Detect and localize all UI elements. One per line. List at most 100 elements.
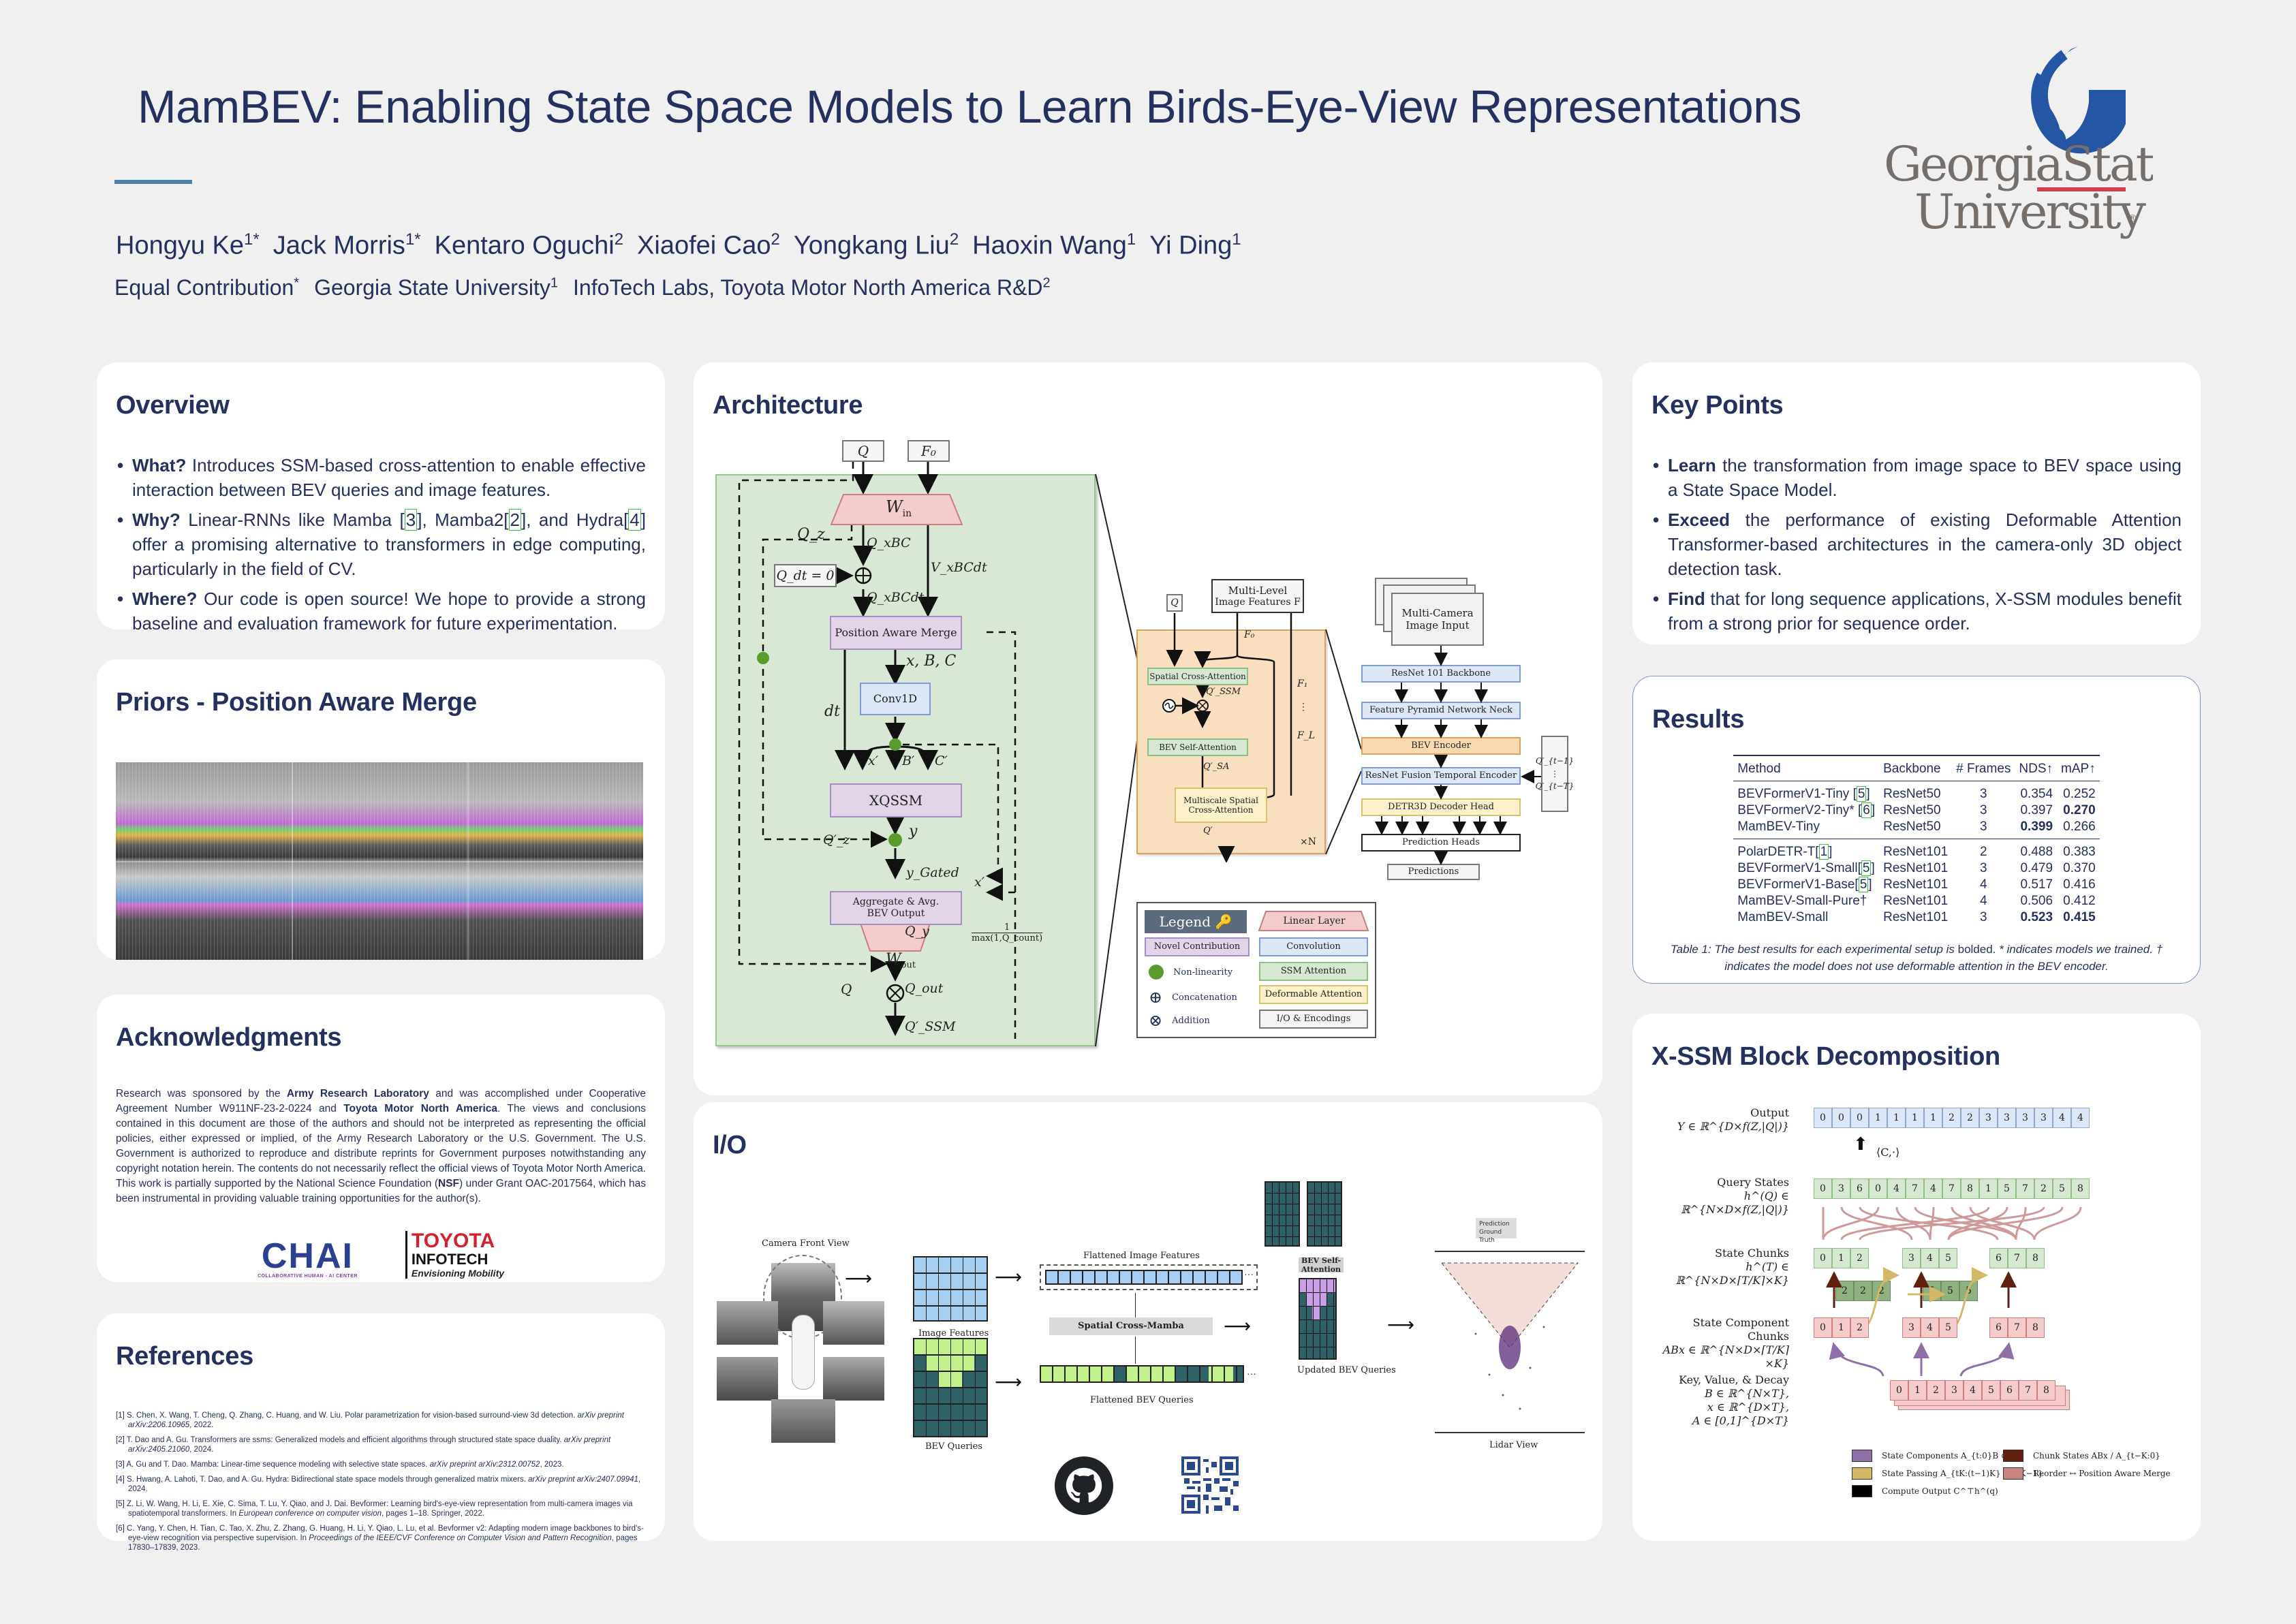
- w-in-layer: [830, 494, 963, 525]
- predictions-output: Predictions: [1387, 864, 1480, 880]
- priors-section: Priors - Position Aware Merge: [97, 659, 665, 960]
- section-title: Acknowledgments: [116, 1023, 342, 1052]
- references-section: References [1] S. Chen, X. Wang, T. Chen…: [97, 1313, 665, 1552]
- overview-list: What? Introduces SSM-based cross-attenti…: [116, 453, 646, 636]
- state-flow-arrows: [1826, 1267, 2017, 1330]
- method-cell: BEVFormerV1-Base[5]: [1737, 877, 1872, 892]
- github-icon[interactable]: [1055, 1456, 1113, 1515]
- sequence-cell: 0: [1814, 1178, 1832, 1199]
- backbone-cell: ResNet101: [1883, 845, 1949, 859]
- legend-item: State Components A_{t:0}B ⊗ x: [1852, 1450, 2015, 1462]
- method-cell: PolarDETR-T[1]: [1737, 844, 1833, 860]
- citation-link[interactable]: 2: [508, 509, 521, 531]
- citation-link[interactable]: 1: [1818, 844, 1829, 860]
- citation-link[interactable]: 5: [1856, 786, 1867, 802]
- legend-title: Legend 🔑: [1145, 910, 1247, 933]
- aggregate-block: Aggregate & Avg.BEV Output: [830, 891, 962, 925]
- sequence-cell: 3: [1998, 1108, 2016, 1128]
- backbone-cell: ResNet101: [1883, 877, 1949, 892]
- sequence-cell: 0: [1814, 1317, 1832, 1338]
- column-header: NDS↑: [2015, 755, 2058, 781]
- xprime-label-2: x′: [974, 875, 985, 890]
- position-aware-merge-block: Position Aware Merge: [830, 616, 962, 650]
- legend-swatch: [2003, 1467, 2023, 1480]
- priors-image: [116, 762, 643, 960]
- citation-link[interactable]: 5: [1861, 860, 1872, 876]
- citation-link[interactable]: 5: [1858, 877, 1869, 892]
- map-cell: 0.252: [2063, 787, 2096, 801]
- nds-cell: 0.506: [2020, 894, 2053, 908]
- dt-label: dt: [824, 703, 840, 720]
- sequence-cell: 7: [2019, 1380, 2037, 1401]
- qr-code[interactable]: [1181, 1456, 1239, 1514]
- citation-link[interactable]: 4: [628, 509, 641, 531]
- frames-cell: 2: [1979, 845, 1987, 859]
- sequence-cell: 0: [1850, 1108, 1869, 1128]
- f0-input: F₀: [907, 440, 950, 462]
- encoder-qprime-label: Q′: [1203, 826, 1213, 836]
- author: Hongyu Ke1*: [116, 230, 260, 260]
- spatial-cross-attention-block: Spatial Cross-Attention: [1147, 668, 1248, 685]
- chai-logo: CHAI COLLABORATIVE HUMAN - AI CENTER: [257, 1236, 358, 1279]
- legend-swatch: [1852, 1485, 1872, 1497]
- encoder-vdots: ⋮: [1299, 702, 1308, 713]
- sequence-cell: 8: [2071, 1178, 2090, 1199]
- xssm-section: X-SSM Block Decomposition: [1632, 1014, 2201, 1541]
- acknowledgments-section: Acknowledgments Research was sponsored b…: [97, 995, 665, 1282]
- bev-scan-grid: [1265, 1181, 1300, 1247]
- sequence-cell: 1: [1908, 1380, 1927, 1401]
- results-table: Method Backbone # Frames NDS↑ mAP↑ BEVFo…: [1733, 755, 2100, 926]
- citation-link[interactable]: 6: [1861, 802, 1872, 818]
- addition-icon: ⊗: [1149, 1011, 1163, 1030]
- arrow-icon: ⟶: [1387, 1314, 1415, 1335]
- method-cell: BEVFormerV2-Tiny* [6]: [1737, 802, 1876, 818]
- camera-front-label: Camera Front View: [762, 1238, 850, 1249]
- results-section: Results Method Backbone # Frames NDS↑ mA…: [1632, 676, 2201, 984]
- backbone-cell: ResNet50: [1883, 803, 1941, 817]
- gsu-flame-icon: GeorgiaState University ®: [1884, 46, 2181, 240]
- sequence-cell: 1: [1887, 1108, 1906, 1128]
- encoder-f1-label: F₁: [1297, 678, 1308, 689]
- flattened-image-box: [1040, 1264, 1258, 1290]
- pipeline-arrows: [1375, 646, 1549, 865]
- qz-prime-label: Q′_z: [823, 832, 850, 847]
- reorder-arrow: [1859, 1206, 1999, 1240]
- arrow-icon: ⟶: [845, 1268, 873, 1289]
- table-header-row: Method Backbone # Frames NDS↑ mAP↑: [1733, 755, 2100, 781]
- toyota-infotech-logo: TOYOTA INFOTECH Envisioning Mobility: [405, 1231, 504, 1279]
- author: Jack Morris1*: [273, 230, 421, 260]
- nonlinearity-icon: [1149, 965, 1164, 980]
- sequence-cell: 4: [1887, 1178, 1906, 1199]
- sequence-cell: 1: [1924, 1108, 1942, 1128]
- gsu-logo: GeorgiaState University ®: [1867, 34, 2181, 259]
- bev-queries-label: BEV Queries: [925, 1441, 983, 1452]
- sequence-cell: 1: [1906, 1108, 1924, 1128]
- map-cell: 0.415: [2063, 910, 2096, 924]
- camera-image: [717, 1301, 778, 1345]
- bev-self-attention-block: BEV Self-Attention: [1299, 1256, 1344, 1274]
- legend-novel-contribution: Novel Contribution: [1145, 937, 1250, 956]
- svg-text:University: University: [1914, 184, 2146, 240]
- citation-link[interactable]: 3: [404, 509, 418, 531]
- qssm-output-label: Q′_SSM: [905, 1019, 956, 1034]
- lidar-view-label: Lidar View: [1489, 1440, 1538, 1450]
- w-out-label: Wout: [886, 951, 916, 971]
- flattened-bev-queries: [1040, 1365, 1244, 1383]
- nds-cell: 0.479: [2020, 861, 2053, 875]
- column-header: # Frames: [1952, 755, 2015, 781]
- sequence-cell: 1: [1869, 1108, 1887, 1128]
- legend-swatch: [2003, 1450, 2023, 1462]
- sequence-cell: 0: [1814, 1108, 1832, 1128]
- nds-cell: 0.488: [2020, 845, 2053, 859]
- frames-cell: 3: [1979, 787, 1987, 801]
- detr3d-decoder-block: DETR3D Decoder Head: [1361, 798, 1521, 816]
- camera-image: [823, 1357, 884, 1401]
